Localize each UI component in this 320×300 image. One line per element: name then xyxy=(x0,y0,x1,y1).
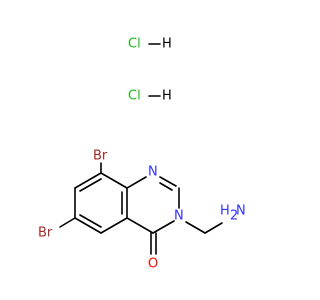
bond-c8-c8a xyxy=(100,172,128,189)
hcl-salt-2: Cl H xyxy=(128,89,172,104)
bond-c8a-n1 xyxy=(126,176,147,189)
benzene-ring xyxy=(74,172,128,234)
bond-n3-ch2 xyxy=(185,221,206,234)
bond-c6-br xyxy=(59,217,76,228)
atom-n-3: N xyxy=(174,209,184,224)
pyrimidinone-ring xyxy=(126,176,180,234)
molecule-drawing: Cl H Cl H Br Br xyxy=(38,37,246,272)
bond-c5-c6 xyxy=(74,217,102,234)
bond-c4-c4a xyxy=(126,217,154,234)
atom-nh2-h: H xyxy=(220,204,230,219)
substituent-bonds xyxy=(59,162,223,255)
bond-n1-c2 xyxy=(159,176,177,187)
bond-c7-c8 xyxy=(74,172,102,189)
bond-c7-c8-inner xyxy=(79,178,102,192)
bond-n1-c2-inner xyxy=(159,182,173,191)
bond-ch2-nh2 xyxy=(204,222,223,234)
atom-n-1: N xyxy=(148,165,158,180)
bond-n3-c4 xyxy=(152,220,175,234)
bond-c5-c6-inner xyxy=(79,214,102,228)
atom-br-6: Br xyxy=(38,226,53,241)
atom-labels: Br Br N N O H 2 N xyxy=(38,149,246,272)
atom-nh2-n: N xyxy=(236,204,246,219)
salt-2-cl-label: Cl xyxy=(128,89,141,104)
salt-2-h-label: H xyxy=(162,89,172,104)
salt-1-h-label: H xyxy=(162,37,172,52)
atom-br-8: Br xyxy=(93,149,108,164)
bond-c4a-c5 xyxy=(100,217,128,234)
salt-1-cl-label: Cl xyxy=(128,37,141,52)
atom-nh2-sub: 2 xyxy=(230,209,238,224)
structure-diagram: Cl H Cl H Br Br xyxy=(38,37,246,272)
hcl-salt-1: Cl H xyxy=(128,37,172,52)
atom-o: O xyxy=(148,257,158,272)
